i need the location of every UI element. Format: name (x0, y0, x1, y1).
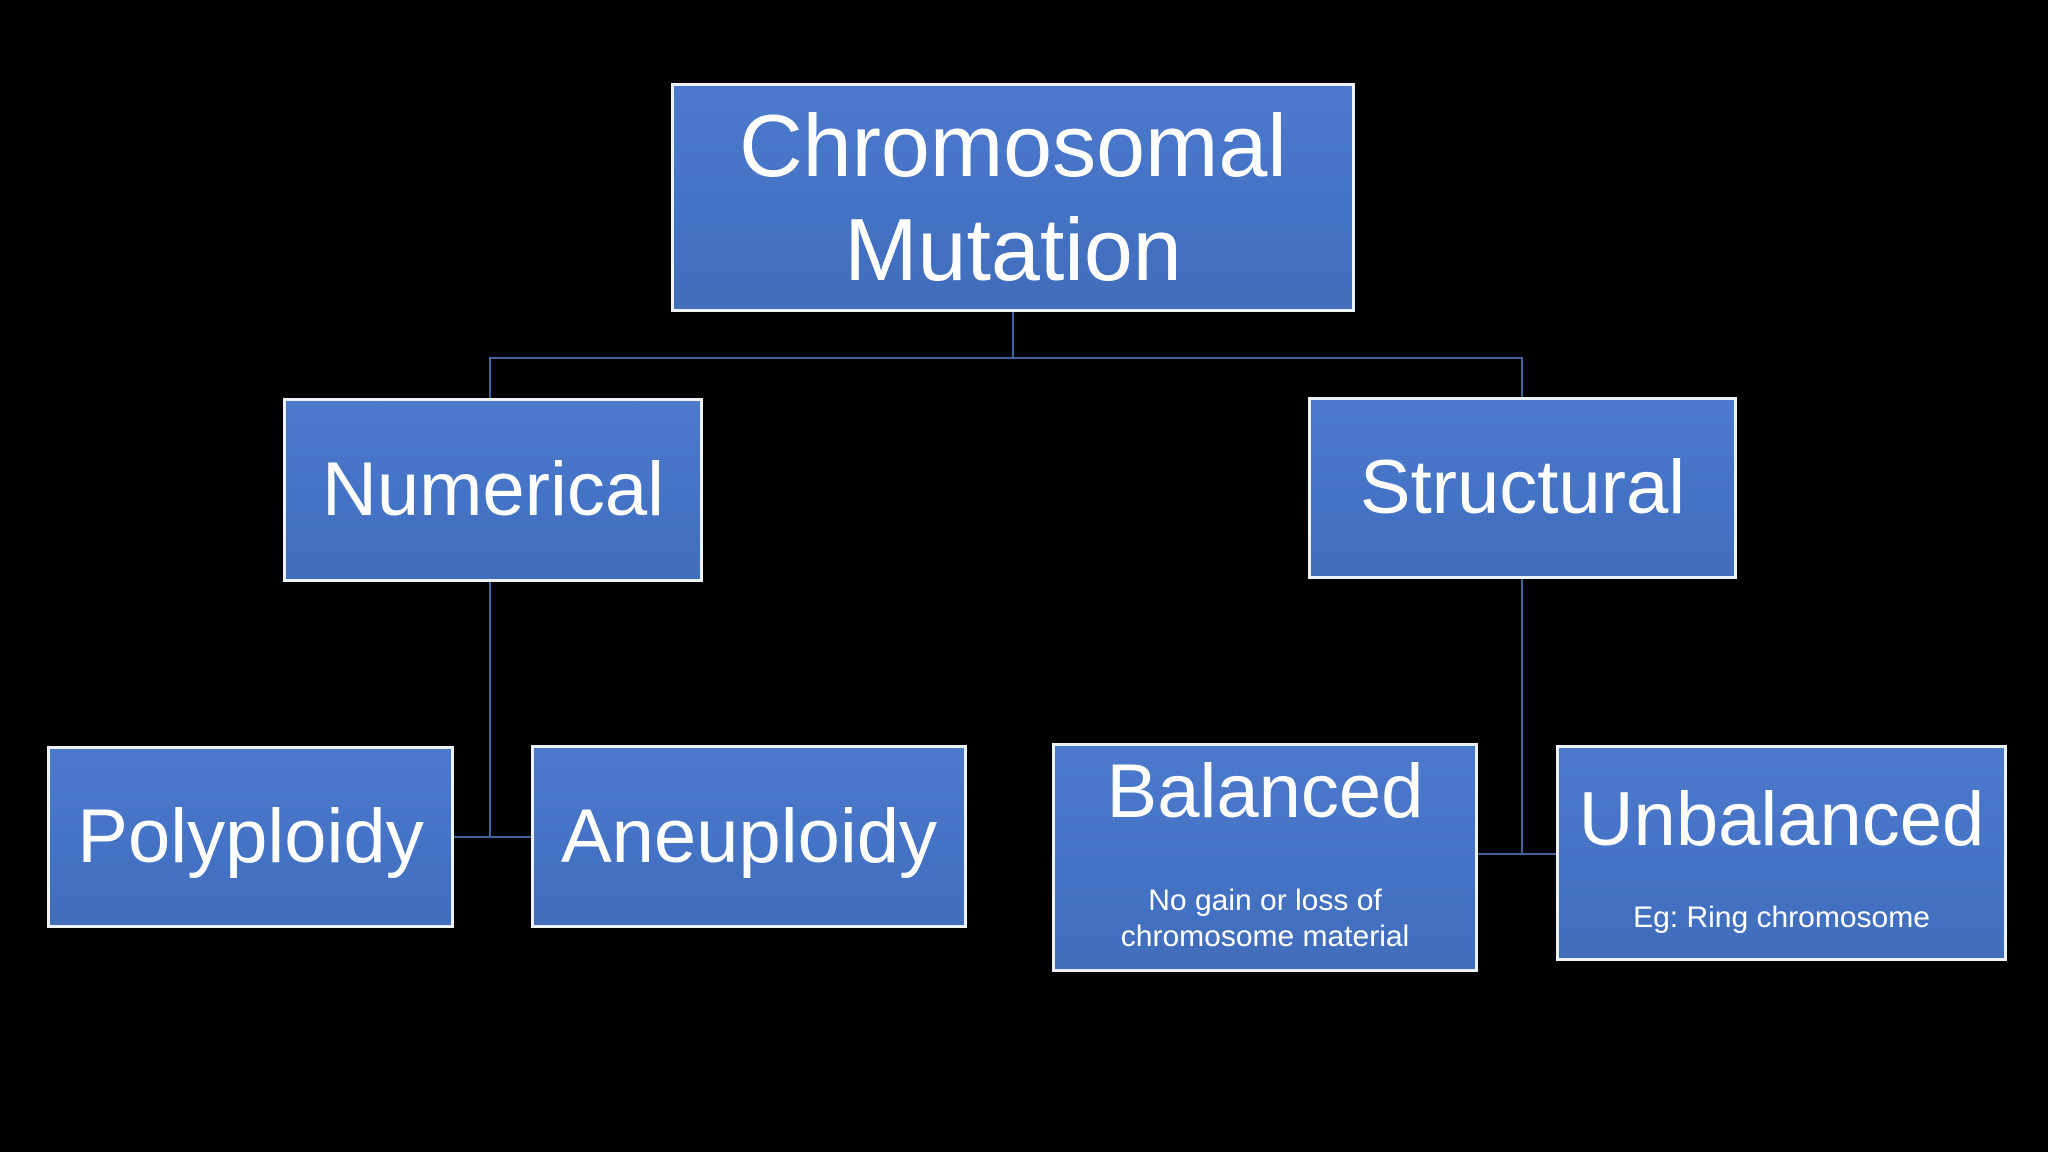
node-structural: Structural (1308, 397, 1737, 579)
connector-polyploidy-aneuploidy (452, 836, 533, 838)
connector-root-horizontal (489, 357, 1523, 359)
connector-balanced-unbalanced (1476, 853, 1558, 855)
connector-numerical-stem (489, 580, 491, 838)
node-balanced: Balanced No gain or loss of chromosome m… (1052, 743, 1478, 972)
node-unbalanced: Unbalanced Eg: Ring chromosome (1556, 745, 2007, 961)
node-chromosomal-mutation: Chromosomal Mutation (671, 83, 1355, 312)
node-aneuploidy: Aneuploidy (531, 745, 967, 928)
node-structural-label: Structural (1359, 445, 1686, 531)
node-polyploidy: Polyploidy (47, 746, 454, 928)
node-numerical: Numerical (283, 398, 703, 582)
node-unbalanced-note: Eg: Ring chromosome (1633, 901, 1930, 934)
connector-root-stem (1012, 312, 1014, 359)
connector-structural-stem (1521, 577, 1523, 855)
node-aneuploidy-label: Aneuploidy (560, 793, 938, 879)
connector-numerical-drop (489, 357, 491, 400)
node-polyploidy-label: Polyploidy (77, 794, 424, 880)
node-balanced-note: No gain or loss of chromosome material (1120, 884, 1410, 953)
node-unbalanced-label: Unbalanced (1578, 777, 1985, 862)
connector-structural-drop (1521, 357, 1523, 399)
node-numerical-label: Numerical (321, 447, 665, 533)
node-balanced-label: Balanced (1106, 749, 1424, 834)
node-chromosomal-mutation-label: Chromosomal Mutation (739, 95, 1287, 299)
